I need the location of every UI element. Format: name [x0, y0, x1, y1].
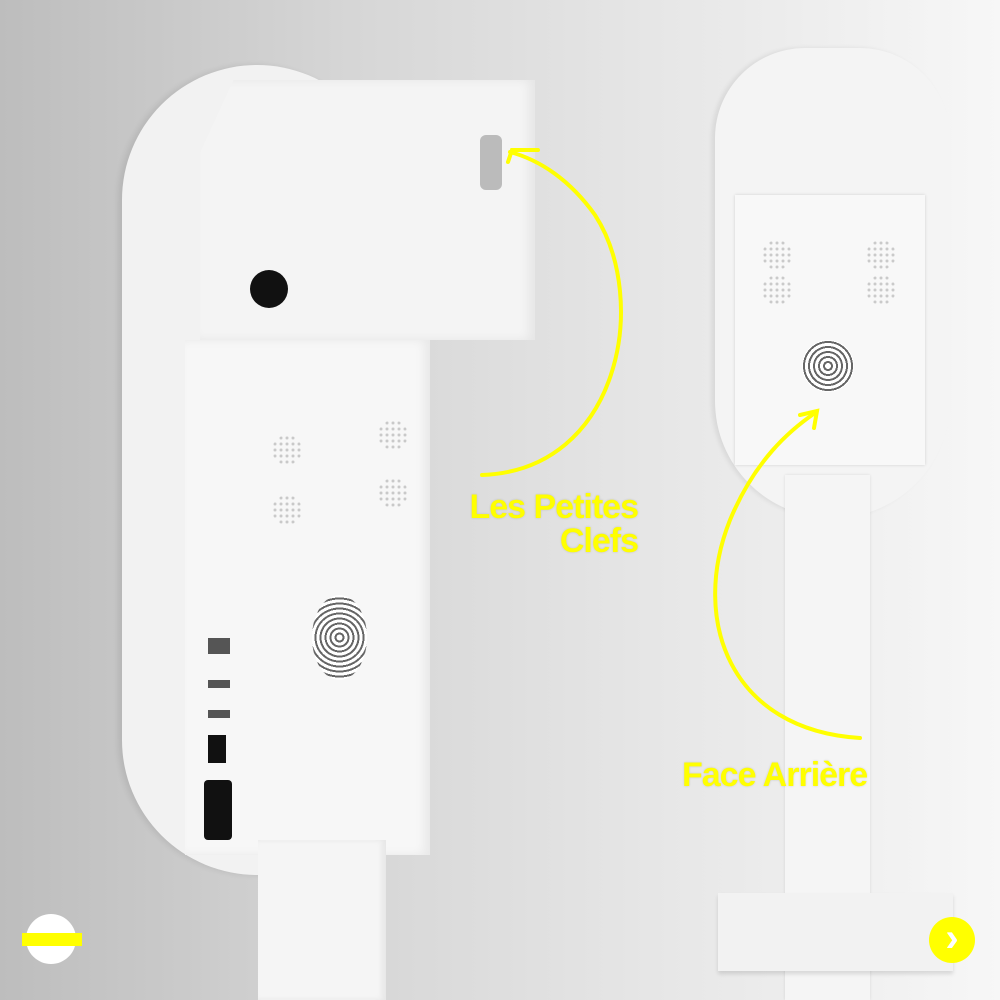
keys-annotation: Les Petites Clefs [440, 488, 639, 560]
left-kiosk-pole [258, 840, 386, 1000]
vent-icon [272, 495, 302, 525]
ethernet-port-icon [208, 638, 230, 654]
right-kiosk-shelf [718, 893, 953, 971]
usb-port-icon [208, 710, 230, 718]
usb-port-icon [208, 680, 230, 688]
right-kiosk-panel [735, 195, 925, 465]
fan-grille-icon [802, 340, 854, 392]
chevron-right-icon: › [945, 916, 959, 960]
vent-icon [866, 275, 896, 305]
power-switch-icon [208, 735, 226, 763]
lock-key-icon [480, 135, 502, 190]
arrow-to-back [713, 408, 862, 740]
keys-label-line2: Clefs [559, 522, 639, 560]
arrow-to-keys [480, 148, 623, 477]
previous-slide-button[interactable] [22, 914, 82, 964]
vent-icon [378, 478, 408, 508]
back-face-annotation: Face Arrière [682, 756, 868, 794]
fan-grille-icon [312, 595, 367, 680]
power-socket-icon [204, 780, 232, 840]
vent-icon [272, 435, 302, 465]
vent-icon [866, 240, 896, 270]
vent-icon [762, 275, 792, 305]
vent-icon [378, 420, 408, 450]
keys-label-line1: Les Petites [469, 488, 639, 526]
knob-icon [250, 270, 288, 308]
minus-icon [22, 933, 82, 946]
vent-icon [762, 240, 792, 270]
next-slide-button[interactable]: › [929, 917, 975, 963]
